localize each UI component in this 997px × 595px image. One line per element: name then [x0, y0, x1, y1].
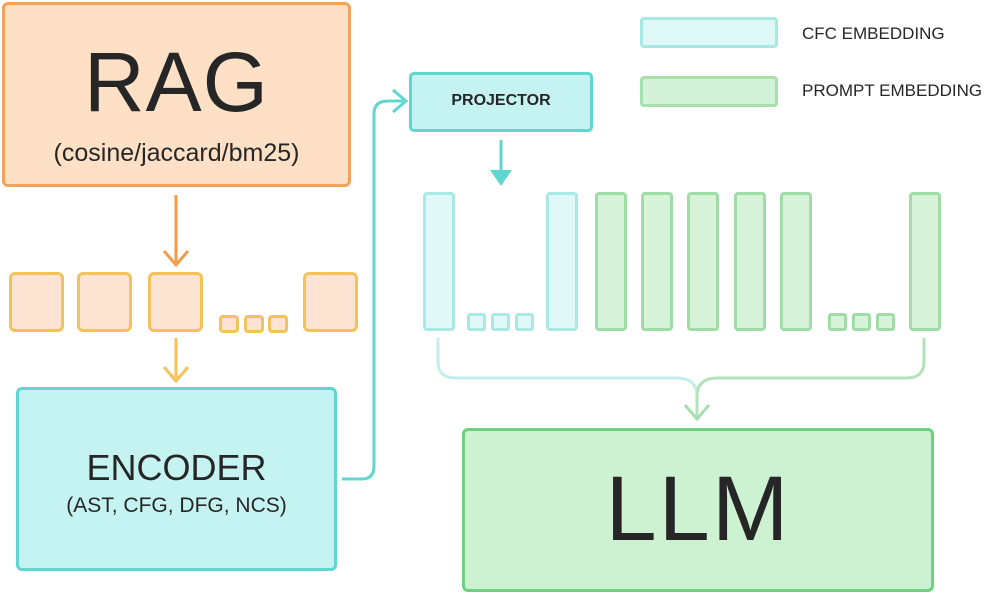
legend-cfc-swatch: [640, 17, 778, 48]
encoder-box: [16, 387, 337, 571]
cfc-ellipsis-square: [467, 313, 486, 331]
ellipsis-chunk: [244, 315, 264, 333]
prompt-embedding-bar: [909, 192, 941, 331]
retrieved-chunk: [148, 272, 203, 332]
rag-box: [2, 2, 351, 187]
embeddings-to-llm-brace: [436, 338, 926, 422]
retrieved-chunk: [9, 272, 64, 332]
rag-to-chunks-arrow: [162, 195, 190, 268]
cfc-ellipsis-square: [515, 313, 534, 331]
rag-title: RAG: [83, 35, 270, 129]
cfc-ellipsis-square: [491, 313, 510, 331]
projector-label: PROJECTOR: [451, 92, 551, 109]
llm-title: LLM: [605, 458, 791, 560]
encoder-subtitle: (AST, CFG, DFG, NCS): [66, 494, 287, 517]
rag-subtitle: (cosine/jaccard/bm25): [53, 139, 300, 167]
ellipsis-chunk: [268, 315, 288, 333]
retrieved-chunk: [303, 272, 358, 332]
encoder-title: ENCODER: [86, 447, 267, 488]
legend-prompt-swatch: [640, 76, 778, 107]
cfc-embedding-bar: [546, 192, 578, 331]
legend-cfc-label: CFC EMBEDDING: [802, 24, 945, 43]
prompt-embedding-bar: [780, 192, 812, 331]
retrieved-chunk: [77, 272, 132, 332]
cfc-embedding-bar: [423, 192, 455, 331]
prompt-ellipsis-square: [828, 313, 847, 331]
llm-box: [462, 428, 934, 592]
prompt-embedding-bar: [641, 192, 673, 331]
prompt-embedding-bar: [687, 192, 719, 331]
prompt-ellipsis-square: [852, 313, 871, 331]
projector-to-embeddings-arrow: [490, 140, 512, 186]
chunks-to-encoder-arrow: [162, 338, 190, 384]
ellipsis-chunk: [219, 315, 239, 333]
encoder-to-projector-arrow: [342, 88, 409, 481]
projector-box: [409, 72, 593, 132]
prompt-embedding-bar: [595, 192, 627, 331]
prompt-embedding-bar: [734, 192, 766, 331]
prompt-ellipsis-square: [876, 313, 895, 331]
legend-prompt-label: PROMPT EMBEDDING: [802, 81, 983, 100]
